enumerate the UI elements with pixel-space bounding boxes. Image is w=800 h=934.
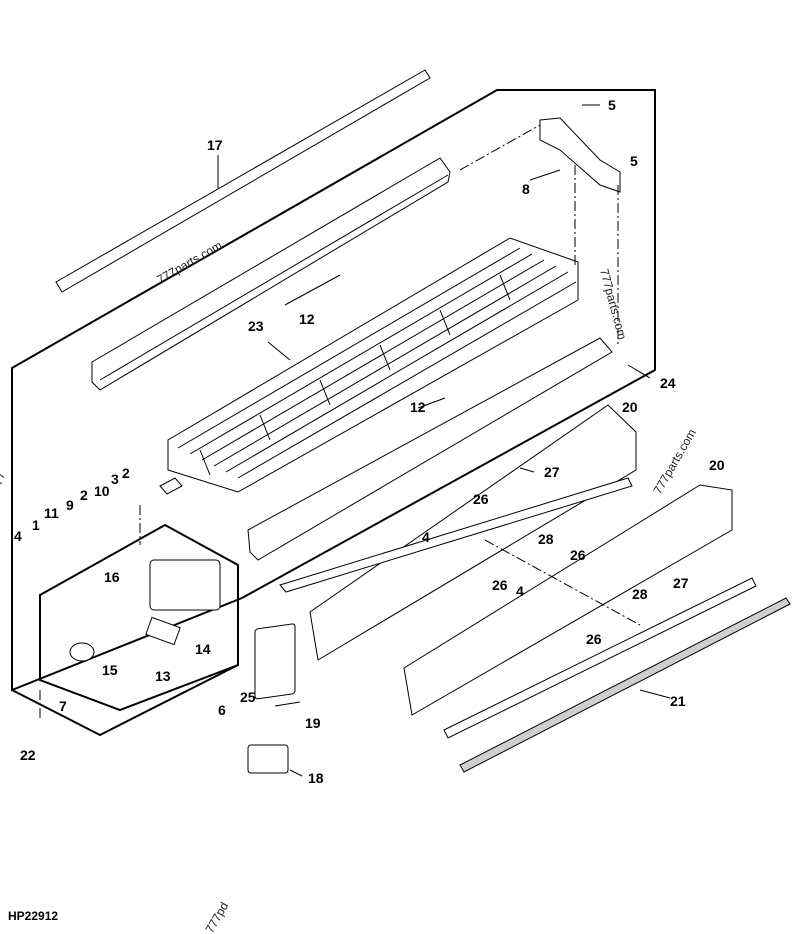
watermark: ed777 (0, 470, 8, 506)
panel-20-lower (403, 484, 733, 716)
callout: 26 (473, 491, 489, 507)
callout: 21 (670, 693, 686, 709)
callout: 12 (299, 311, 315, 327)
cover-12-lower (247, 337, 613, 561)
callout: 1 (32, 517, 40, 533)
callout: 27 (544, 464, 560, 480)
figure-code: HP22912 (8, 909, 58, 923)
callout: 19 (305, 715, 321, 731)
callout: 6 (218, 702, 226, 718)
grate-mesh (177, 247, 577, 479)
phantom-line (39, 124, 641, 720)
callout: 4 (422, 529, 430, 545)
watermark: 777parts.com (650, 427, 698, 497)
callout: 27 (673, 575, 689, 591)
callout: 13 (155, 668, 171, 684)
watermark: 777pd (202, 900, 231, 934)
callout: 15 (102, 662, 118, 678)
grate-23 (167, 237, 579, 493)
callout: 16 (104, 569, 120, 585)
callout: 20 (709, 457, 725, 473)
rod-21 (459, 597, 791, 773)
callout: 3 (111, 471, 119, 487)
callout: 7 (59, 698, 67, 714)
bracket-16 (149, 559, 221, 611)
bracket-8 (539, 117, 621, 193)
callout: 25 (240, 689, 256, 705)
callout: 2 (122, 465, 130, 481)
strip-17 (55, 69, 431, 293)
strip-27-upper (279, 477, 633, 593)
latch-19 (254, 623, 296, 700)
callout: 10 (94, 483, 110, 499)
callout: 26 (492, 577, 508, 593)
callout: 4 (516, 583, 524, 599)
callout: 17 (207, 137, 223, 153)
callout: 5 (630, 153, 638, 169)
callout: 28 (538, 531, 554, 547)
callout: 28 (632, 586, 648, 602)
watermark: 777parts.com (155, 238, 225, 286)
callout: 26 (570, 547, 586, 563)
callout: 24 (660, 375, 676, 391)
callout: 23 (248, 318, 264, 334)
callout: 9 (66, 497, 74, 513)
plate-14 (145, 616, 181, 646)
callout: 5 (608, 97, 616, 113)
callout: 14 (195, 641, 211, 657)
callout: 11 (44, 505, 59, 521)
callout: 20 (622, 399, 638, 415)
callout: 2 (80, 487, 88, 503)
callout: 22 (20, 747, 36, 763)
subassembly-lower-boundary (11, 664, 239, 737)
leader-lines (217, 104, 671, 777)
callout: 4 (14, 528, 22, 544)
subassembly-boundary (39, 523, 239, 712)
watermark: 777parts.com (597, 267, 629, 341)
strip-27-lower (443, 577, 757, 739)
callout: 8 (522, 181, 530, 197)
callout: 26 (586, 631, 602, 647)
callout: 12 (410, 399, 426, 415)
callout: 18 (308, 770, 324, 786)
bushing-15 (69, 642, 95, 662)
callout-labels: 1 2 2 3 4 4 4 5 5 6 7 8 9 10 11 12 12 13… (14, 97, 725, 786)
clip-18 (247, 744, 289, 774)
